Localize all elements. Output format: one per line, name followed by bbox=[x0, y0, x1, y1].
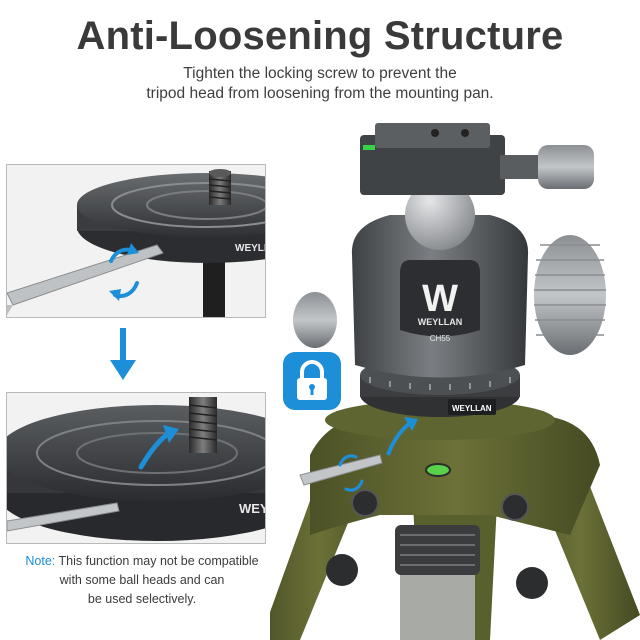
tighten-arrow-icon bbox=[138, 425, 179, 470]
pan-brand-text-top: WEYLLAN bbox=[235, 243, 265, 254]
lock-icon bbox=[283, 352, 341, 410]
base-brand-text: WEYLLAN bbox=[452, 404, 492, 413]
indicator-arrow-icon bbox=[386, 417, 418, 456]
ball-head-tripod-illustration: WEYLLAN W WEYLLAN CH55 bbox=[270, 123, 640, 640]
head-brand-text: WEYLLAN bbox=[418, 317, 463, 327]
detail-panel-locked: WEYLLAN bbox=[6, 392, 266, 544]
subtitle-line-2: tripod head from loosening from the moun… bbox=[146, 85, 494, 102]
mounting-pan-illustration-bottom: WEYLLAN bbox=[7, 397, 265, 541]
note-line-1: Note: This function may not be compatibl… bbox=[10, 552, 274, 571]
down-arrow-icon bbox=[110, 328, 136, 380]
note-line-2: with some ball heads and can bbox=[59, 573, 225, 587]
rotate-arrow-icon bbox=[338, 454, 364, 492]
note-label: Note: bbox=[25, 554, 56, 568]
logo-letter: W bbox=[422, 278, 458, 320]
mounting-pan-illustration-top: WEYLLAN bbox=[7, 169, 265, 317]
hex-key-icon bbox=[7, 502, 120, 532]
compatibility-note: Note: This function may not be compatibl… bbox=[10, 552, 274, 609]
hex-key-icon bbox=[7, 244, 164, 315]
pan-brand-text-bottom: WEYLLAN bbox=[239, 501, 265, 516]
note-line-3: be used selectively. bbox=[87, 592, 197, 606]
subtitle-line-1: Tighten the locking screw to prevent the bbox=[183, 65, 457, 82]
rotate-arrow-icon bbox=[109, 243, 139, 301]
page-subtitle: Tighten the locking screw to prevent the… bbox=[0, 64, 640, 104]
model-text: CH55 bbox=[430, 334, 451, 343]
note-line-1-text: This function may not be compatible bbox=[55, 554, 259, 568]
page-title: Anti-Loosening Structure bbox=[76, 14, 564, 58]
detail-panel-loosened: WEYLLAN bbox=[6, 164, 266, 318]
